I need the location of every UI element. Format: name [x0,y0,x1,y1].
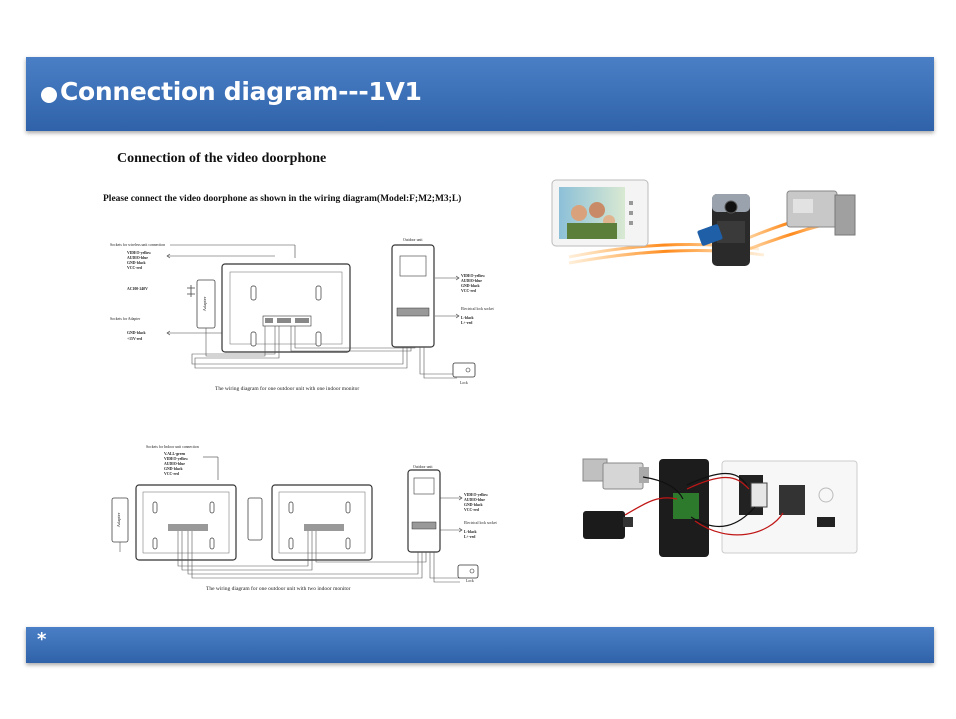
wiring-diagram-one-monitor: Sockets for wireless unit connection VID… [110,238,495,392]
d1-lock-socket-label: Electrical lock socket [461,307,495,311]
product-photo-wiring-drawing [582,458,858,557]
d1-wire-left-2: GND-black [127,261,146,265]
doc-instruction: Please connect the video doorphone as sh… [103,194,462,204]
d1-outdoor-label: Outdoor unit [403,238,423,242]
d1-wire-left-1: AUDIO-blue [127,256,148,260]
d2-lock-socket-label: Electrical lock socket [464,521,498,525]
d2-indoor-sockets-label: Sockets for Indoor unit connection [146,445,199,449]
slide-footer: * [26,627,934,663]
d1-wire-left-0: VIDEO-yellow [127,251,151,255]
d1-adapter-wire-0: GND-black [127,331,146,335]
d2-wire-left-2: AUDIO-blue [164,462,185,466]
d2-wire-left-3: GND-black [164,467,183,471]
d2-wire-right-0: VIDEO-yellow [464,493,488,497]
doc-heading: Connection of the video doorphone [117,151,327,166]
d1-lock-wire-1: L+-red [461,321,473,325]
d1-lock-label: Lock [460,381,468,385]
d1-wire-left-3: VCC-red [127,266,143,270]
d2-wire-left-0: V.ALL-green [164,452,186,456]
d2-wire-right-1: AUDIO-blue [464,498,485,502]
d1-ac-label: AC100-240V [127,287,148,291]
slide-header: Connection diagram---1V1 [26,57,934,131]
product-photo-kit-drawing [551,179,856,266]
d2-lock-label: Lock [466,579,474,583]
d1-wire-right-0: VIDEO-yellow [461,274,485,278]
product-photo-wiring [579,455,861,560]
d1-adapter-label: Adapter [202,296,207,311]
d2-lock-wire-0: L-black [464,530,478,534]
d1-wireless-label: Sockets for wireless unit connection [110,243,165,247]
d1-lock-wire-0: L-black [461,316,475,320]
bullet-icon [41,87,57,103]
wiring-diagram-two-monitors: Sockets for Indoor unit connection V.ALL… [111,445,498,592]
product-photo-kit [549,177,867,269]
d2-adapter-label: Adapter [116,512,121,527]
d2-caption: The wiring diagram for one outdoor unit … [206,585,351,592]
d2-lock-wire-1: L+-red [464,535,476,539]
d1-wire-right-3: VCC-red [461,289,477,293]
d1-adapter-wire-1: +15V-red [127,337,143,341]
d2-wire-left-1: VIDEO-yellow [164,457,188,461]
d1-wire-right-2: GND-black [461,284,480,288]
d1-caption: The wiring diagram for one outdoor unit … [215,385,359,392]
d2-outdoor-label: Outdoor unit [413,465,433,469]
d1-adapter-sockets-label: Sockets for Adapter [110,317,141,321]
d1-wire-right-1: AUDIO-blue [461,279,482,283]
slide-title: Connection diagram---1V1 [60,77,422,106]
d2-wire-left-4: VCC-red [164,472,180,476]
d2-wire-right-2: GND-black [464,503,483,507]
footer-asterisk: * [37,629,47,650]
d2-wire-right-3: VCC-red [464,508,480,512]
